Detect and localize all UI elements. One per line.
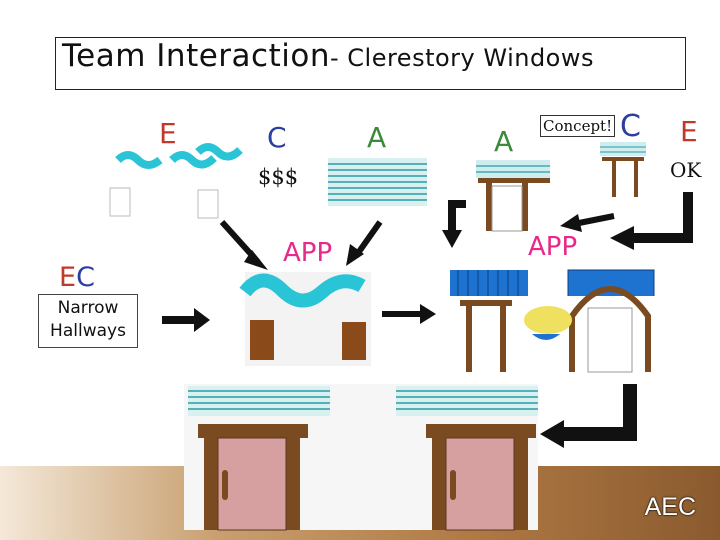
arrow-elbow-left (442, 200, 466, 248)
letter-a-1: A (367, 121, 387, 154)
arrow-narrow-hallways (162, 308, 210, 332)
letter-a-2: A (494, 125, 514, 158)
footer-aec: AEC (644, 493, 696, 521)
arrow-bottom-elbow (540, 384, 637, 448)
letter-e-1: E (159, 117, 177, 150)
arrow-building-to-right (382, 304, 436, 324)
building-sketch-2 (450, 269, 655, 373)
letter-c-1: C (267, 121, 287, 154)
app-label-1: APP (283, 238, 333, 268)
letter-e-2: E (680, 115, 698, 148)
door-sketch-concept (600, 142, 646, 197)
wave-sketch-2 (169, 143, 243, 219)
arrow-concept-left (560, 213, 615, 232)
title-sub: - Clerestory Windows (329, 44, 594, 72)
money-label: $$$ (258, 165, 299, 189)
narrow-hallways-label: Narrow Hallways (50, 298, 126, 341)
wave-sketch-1 (109, 151, 163, 217)
title-box (55, 37, 686, 90)
ec-letter-e: E (59, 262, 77, 293)
page-title: Team Interaction- Clerestory Windows (62, 38, 594, 74)
arrow-money-to-building (346, 220, 383, 266)
narrow-hallways-box (38, 294, 138, 348)
clerestory-strip-1 (328, 158, 427, 206)
building-sketch-1 (239, 272, 371, 366)
concept-label: Concept! (540, 115, 616, 137)
ok-label: OK (670, 158, 702, 182)
ec-letter-c: C (76, 262, 95, 293)
arrow-wave-to-building (219, 219, 268, 270)
ec-label: EC (59, 264, 95, 291)
title-main: Team Interaction (62, 38, 330, 74)
door-sketch-a (476, 160, 550, 232)
arrow-ok-elbow (610, 192, 693, 250)
letter-c-2: C (620, 109, 641, 144)
app-label-2: APP (528, 232, 578, 262)
final-design-sketch (184, 384, 538, 531)
